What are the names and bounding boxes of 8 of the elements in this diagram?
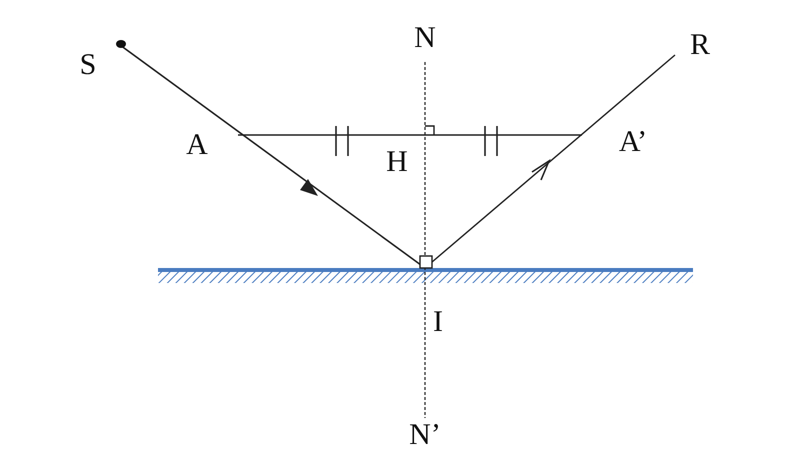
point-label: R [690, 30, 710, 60]
point-label: I [433, 307, 443, 337]
point-label: N’ [409, 420, 441, 450]
point-label: A’ [618, 127, 648, 157]
point-label: S [80, 50, 96, 80]
point-label: N [414, 23, 436, 53]
point-label: H [386, 147, 408, 177]
point-label: A [186, 130, 208, 160]
